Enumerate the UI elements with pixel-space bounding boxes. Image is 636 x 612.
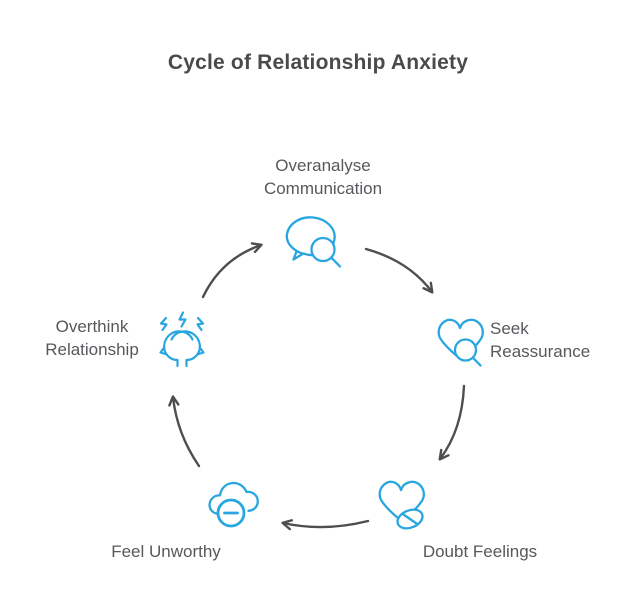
node-label-overthink-relationship: Overthink Relationship [45, 317, 139, 359]
stressed-heads-lightning-icon [151, 310, 213, 368]
arrow-top-to-right [364, 247, 434, 294]
chat-bubble-magnifier-icon [280, 211, 350, 271]
node-label-overanalyse-communication: Overanalyse Communication [263, 156, 383, 198]
arrow-bottom-left-to-left [168, 395, 201, 468]
arrow-bottom-right-to-bottom-left [281, 519, 370, 531]
page-title: Cycle of Relationship Anxiety [167, 51, 469, 74]
arrow-left-to-top [201, 242, 263, 299]
heart-pill-icon [374, 476, 432, 534]
arrow-right-to-bottom-right [438, 384, 466, 461]
cloud-minus-icon [205, 478, 263, 532]
node-label-doubt-feelings: Doubt Feelings [422, 542, 538, 561]
node-label-feel-unworthy: Feel Unworthy [111, 542, 221, 561]
node-label-seek-reassurance: Seek Reassurance [490, 319, 591, 361]
heart-magnifier-icon [432, 314, 490, 372]
